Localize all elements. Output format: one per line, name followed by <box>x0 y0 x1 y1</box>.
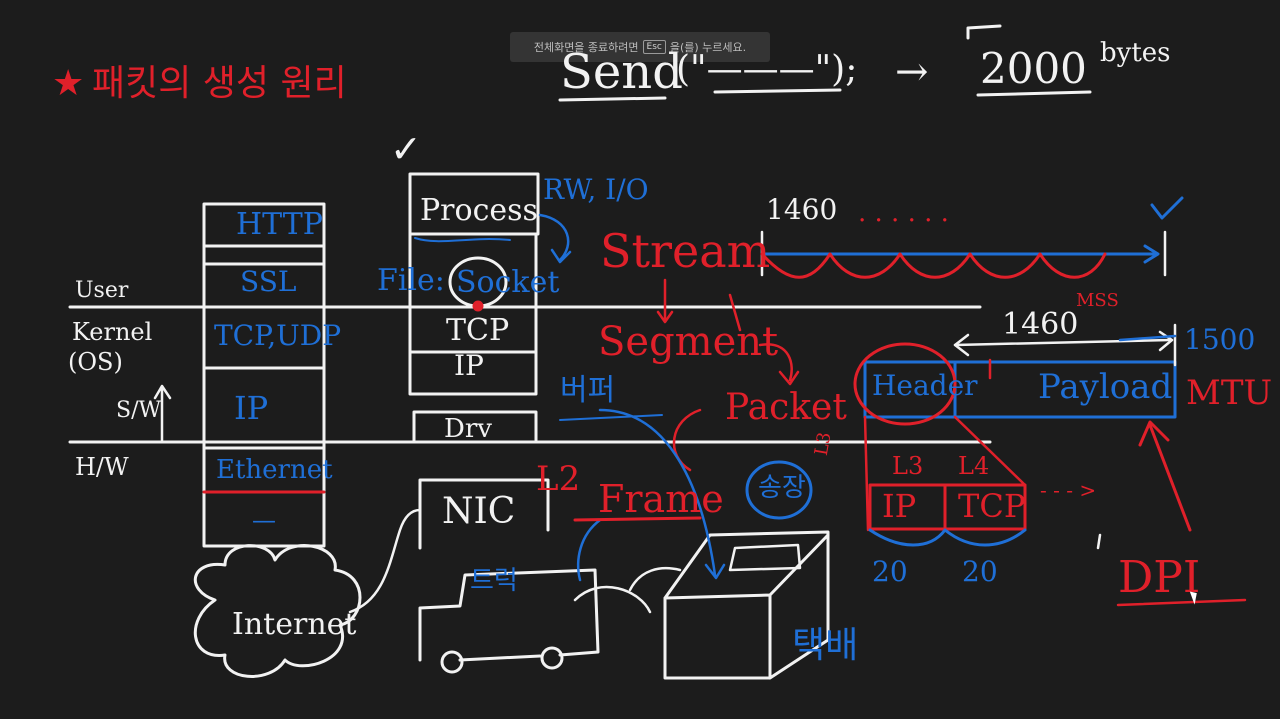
label-kernel: Kernel <box>72 318 153 346</box>
stack-ssl: SSL <box>240 265 297 298</box>
label-user: User <box>75 278 129 303</box>
send-function: Send <box>560 44 683 100</box>
ip-label: IP <box>454 349 484 382</box>
drv-box <box>412 410 538 442</box>
invoice-label: 송장 <box>758 473 806 503</box>
stream-size-label: 1460 <box>766 193 838 226</box>
tcp-header-size: 20 <box>962 555 998 588</box>
label-hw: H/W <box>75 453 129 481</box>
l4-label: L4 <box>958 452 990 480</box>
drv-label: Drv <box>444 414 492 444</box>
l2-label: L2 <box>536 459 581 499</box>
continuation-arrow: - - - > <box>1040 478 1097 502</box>
stream-dots: . . . . . . <box>858 198 949 228</box>
header-ip-label: IP <box>882 487 917 525</box>
mss-label: MSS <box>1076 290 1119 311</box>
frame-label: Frame <box>598 477 724 521</box>
process-box <box>408 172 540 236</box>
l3-label: L3 <box>892 452 924 480</box>
send-underline <box>558 96 667 102</box>
packet-l3-label: L3 <box>810 430 836 458</box>
send-args: ("———"); <box>676 49 858 90</box>
tcp-label: TCP <box>446 313 510 348</box>
segment-label: Segment <box>598 319 779 365</box>
page-title: 패킷의 생성 원리 <box>92 63 347 104</box>
stack-ethernet: Ethernet <box>216 455 333 485</box>
truck-label: 트럭 <box>470 566 518 596</box>
ip-tcp-box <box>868 483 1027 531</box>
header-label: Header <box>872 369 978 402</box>
dpi-label: DPI <box>1118 552 1201 603</box>
process-label: Process <box>420 193 538 228</box>
toast-text-before: 전체화면을 종료하려면 <box>533 41 639 54</box>
check-mark: ✓ <box>390 127 422 171</box>
mtu-label: MTU <box>1186 373 1273 413</box>
header-circle <box>853 342 957 426</box>
stack-tcp-udp: TCP,UDP <box>214 319 342 352</box>
mtu-size-label: 1500 <box>1184 323 1256 356</box>
payload-label: Payload <box>1038 367 1173 407</box>
bytes-bracket <box>966 24 1002 40</box>
label-os: (OS) <box>68 348 123 376</box>
stack-empty: — <box>252 506 276 534</box>
nic-label: NIC <box>442 491 516 532</box>
send-bytes-value: 2000 <box>980 44 1087 93</box>
internet-label: Internet <box>232 607 357 642</box>
send-bytes-unit: bytes <box>1100 38 1171 68</box>
truck-drawing <box>418 568 600 662</box>
ip-header-size: 20 <box>872 555 908 588</box>
packet-payload-box <box>863 360 1177 419</box>
label-sw: S/W <box>116 398 162 423</box>
delivery-label: 택배 <box>792 625 859 666</box>
nic-box <box>418 478 550 550</box>
segment-arcs <box>760 252 1107 279</box>
title-star: ★ <box>52 63 85 104</box>
mss-size-label: 1460 <box>1002 307 1079 342</box>
stack-ip: IP <box>234 389 269 427</box>
internet-cloud <box>193 544 362 678</box>
buffer-korean-label: 버퍼 <box>560 373 616 408</box>
send-arrow: → <box>895 49 929 95</box>
bytes-underline <box>976 90 1092 97</box>
socket-label: Socket <box>456 265 560 300</box>
stream-label: Stream <box>600 224 771 278</box>
stack-http: HTTP <box>236 207 323 242</box>
esc-key-badge: Esc <box>642 40 666 54</box>
protocol-stack-box <box>202 202 326 548</box>
fullscreen-exit-toast: 전체화면을 종료하려면 Esc 을(를) 누르세요. <box>510 32 770 62</box>
packet-label: Packet <box>725 387 847 428</box>
rw-io-label: RW, I/O <box>543 173 649 206</box>
toast-text-after: 을(를) 누르세요. <box>669 41 747 54</box>
header-tcp-label: TCP <box>958 487 1026 525</box>
args-underline <box>713 88 842 94</box>
file-label: File: <box>377 263 445 298</box>
